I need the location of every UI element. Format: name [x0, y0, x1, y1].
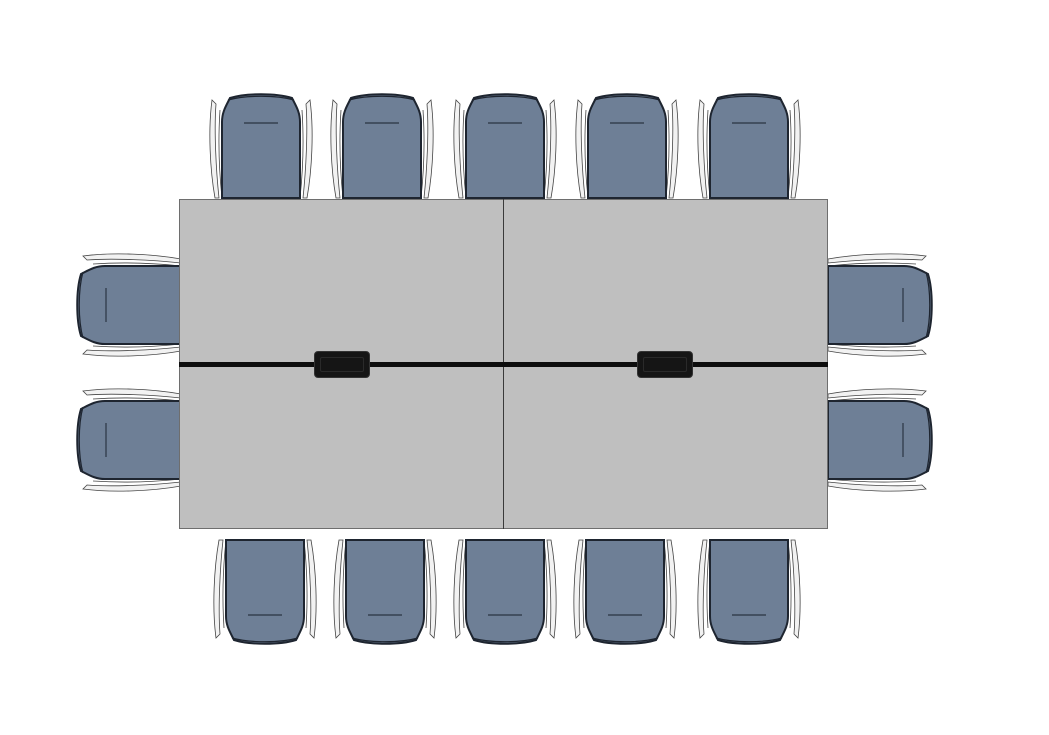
chair-bottom-5 — [696, 539, 802, 645]
chair-top-1 — [208, 93, 314, 199]
chair-right-1 — [827, 252, 933, 358]
chair-right-2 — [827, 387, 933, 493]
chair-bottom-4 — [572, 539, 678, 645]
chair-top-5 — [696, 93, 802, 199]
chair-left-1 — [76, 252, 182, 358]
power-grommet-right — [637, 351, 693, 378]
chair-top-3 — [452, 93, 558, 199]
chair-left-2 — [76, 387, 182, 493]
chair-bottom-3 — [452, 539, 558, 645]
cable-channel — [179, 362, 828, 367]
chair-bottom-1 — [212, 539, 318, 645]
chair-bottom-2 — [332, 539, 438, 645]
chair-top-2 — [329, 93, 435, 199]
chair-top-4 — [574, 93, 680, 199]
power-grommet-left — [314, 351, 370, 378]
